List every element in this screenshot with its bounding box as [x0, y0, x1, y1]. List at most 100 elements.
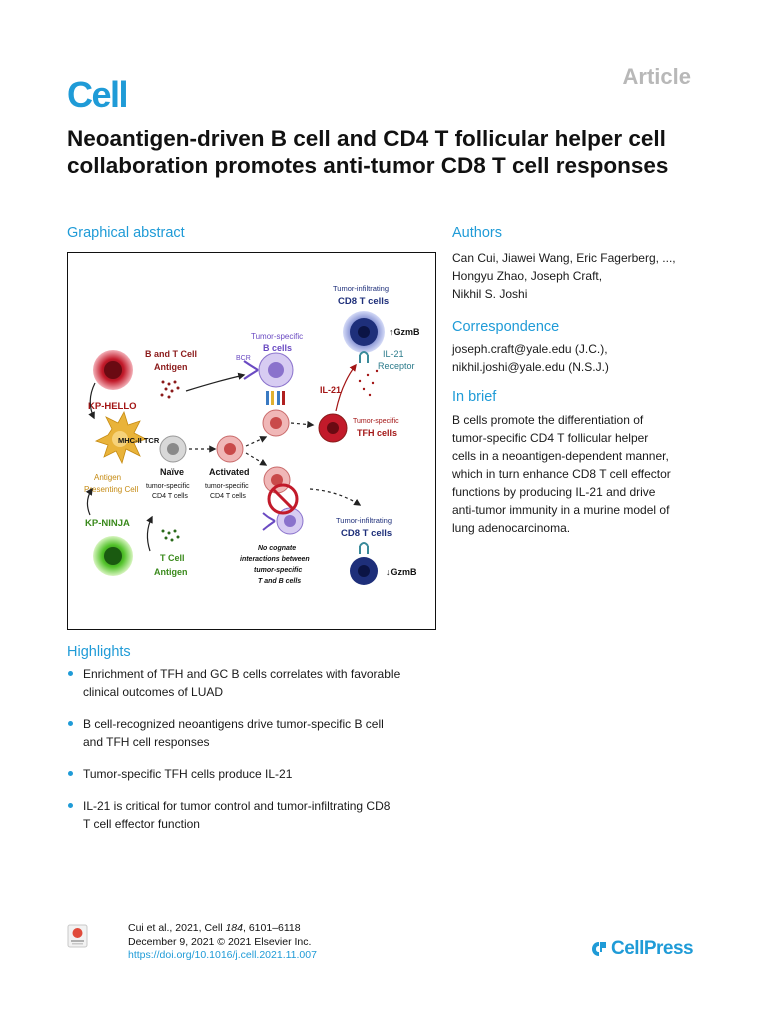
- crossmark-icon[interactable]: [67, 924, 88, 948]
- tumor-specific-b-cell: [258, 352, 294, 388]
- citation-volume: 184: [225, 922, 243, 934]
- til-top-label-2: CD8 T cells: [338, 296, 389, 307]
- citation-line: Cui et al., 2021, Cell 184, 6101–6118: [128, 922, 317, 936]
- naive-cd4-t-cell: [159, 435, 187, 463]
- correspondence-email[interactable]: nikhil.joshi@yale.edu (N.S.J.): [452, 360, 609, 374]
- b-cell-no-cognate: [262, 507, 304, 535]
- no-cognate-label-1: No cognate: [258, 545, 296, 552]
- activated-sub-label-2: CD4 T cells: [210, 493, 246, 500]
- graphical-abstract-figure: KP-HELLO B and T Cell Antigen MHC-II TCR…: [67, 252, 436, 630]
- no-cognate-label-4: T and B cells: [258, 578, 301, 585]
- in-brief-line: B cells promote the differentiation of: [452, 413, 644, 427]
- il21r-label-1: IL-21: [383, 349, 404, 359]
- il21-label: IL-21: [320, 385, 341, 395]
- highlight-line: T cell effector function: [83, 817, 200, 831]
- activated-sub-label-1: tumor-specific: [205, 483, 249, 490]
- cellpress-logo: CellPress: [590, 938, 694, 960]
- correspondence-list: joseph.craft@yale.edu (J.C.), nikhil.jos…: [452, 340, 712, 376]
- authors-heading: Authors: [452, 225, 502, 241]
- in-brief-line: which in turn enhance CD8 T cell effecto…: [452, 467, 671, 481]
- activated-label: Activated: [209, 467, 250, 477]
- arrow-to-cd8-low: [309, 488, 362, 506]
- highlight-line: Enrichment of TFH and GC B cells correla…: [83, 667, 401, 681]
- bt-antigen-label-1: B and T Cell: [145, 349, 197, 359]
- bullet-icon: [68, 803, 73, 808]
- highlight-line: B cell-recognized neoantigens drive tumo…: [83, 717, 384, 731]
- gzmb-up-label: ↑GzmB: [389, 327, 420, 337]
- cellpress-mark-icon: [592, 942, 606, 956]
- bullet-icon: [68, 771, 73, 776]
- b-t-synapse-receptors: [266, 391, 285, 405]
- apc-label-1: Antigen: [94, 473, 121, 482]
- arrow-activated-to-no-cognate: [245, 452, 268, 466]
- cd8-t-cell-activated: [343, 311, 385, 353]
- bt-antigen-particles: [160, 380, 180, 399]
- tfh-label-1: Tumor-specific: [353, 418, 399, 425]
- gzmb-down-label: ↓GzmB: [386, 567, 417, 577]
- highlight-line: Tumor-specific TFH cells produce IL-21: [83, 767, 293, 781]
- kp-ninja-label: KP-NINJA: [85, 518, 130, 529]
- bcells-label-2: B cells: [263, 343, 292, 353]
- t-cell-no-cognate: [263, 466, 291, 494]
- naive-sub-label-2: CD4 T cells: [152, 493, 188, 500]
- arrow-activated-to-bcell-pair: [245, 436, 268, 447]
- highlight-line: and TFH cell responses: [83, 735, 210, 749]
- highlights-list: Enrichment of TFH and GC B cells correla…: [67, 665, 447, 847]
- kp-hello-label: KP-HELLO: [88, 401, 137, 412]
- til-bottom-label-2: CD8 T cells: [341, 528, 392, 539]
- antigen-presenting-cell: [94, 410, 148, 465]
- kp-hello-tumor-cell: [93, 350, 133, 390]
- tumor-specific-tfh-cell: [318, 413, 348, 443]
- arrow-t-antigen-to-apc: [146, 515, 153, 552]
- arrow-ninja-to-apc: [85, 487, 93, 516]
- in-brief-line: anti-tumor immunity in a murine model of: [452, 503, 670, 517]
- arrow-hello-to-apc: [88, 382, 96, 420]
- highlight-item: Tumor-specific TFH cells produce IL-21: [67, 765, 447, 783]
- arrow-to-tfh: [290, 420, 315, 429]
- in-brief-line: lung adenocarcinoma.: [452, 521, 571, 535]
- bullet-icon: [68, 721, 73, 726]
- authors-list: Can Cui, Jiawei Wang, Eric Fagerberg, ..…: [452, 249, 712, 303]
- apc-label-2: Presenting Cell: [84, 485, 138, 494]
- citation-pages: , 6101–6118: [243, 922, 301, 934]
- prohibition-icon: [267, 483, 299, 515]
- highlight-item: Enrichment of TFH and GC B cells correla…: [67, 665, 447, 701]
- in-brief-line: tumor-specific CD4 T follicular helper: [452, 431, 649, 445]
- t-cell-bound-to-b-cell: [262, 409, 290, 437]
- kp-ninja-tumor-cell: [93, 536, 133, 576]
- correspondence-heading: Correspondence: [452, 319, 560, 335]
- highlight-line: IL-21 is critical for tumor control and …: [83, 799, 391, 813]
- graphical-abstract-diagram: KP-HELLO B and T Cell Antigen MHC-II TCR…: [84, 284, 420, 585]
- arrow-antigen-to-bcell: [185, 372, 246, 392]
- til-bottom-label-1: Tumor-infiltrating: [336, 516, 392, 525]
- til-top-label-1: Tumor-infiltrating: [333, 284, 389, 293]
- in-brief-line: cells in a neoantigen-dependent manner,: [452, 449, 669, 463]
- highlight-item: IL-21 is critical for tumor control and …: [67, 797, 447, 833]
- t-antigen-label-2: Antigen: [154, 567, 188, 577]
- il21-receptor: [359, 351, 369, 363]
- correspondence-email[interactable]: joseph.craft@yale.edu (J.C.),: [452, 342, 608, 356]
- cd8-t-cell-low-gzmb: [350, 557, 378, 585]
- in-brief-text: B cells promote the differentiation of t…: [452, 411, 712, 537]
- mhc-tcr-label: MHC-II TCR: [118, 436, 160, 445]
- arrow-il21-to-cd8: [335, 363, 357, 412]
- bcr-label: BCR: [236, 355, 251, 362]
- date-copyright: December 9, 2021 © 2021 Elsevier Inc.: [128, 935, 312, 948]
- doi-link[interactable]: https://doi.org/10.1016/j.cell.2021.11.0…: [128, 949, 317, 961]
- no-cognate-label-2: interactions between: [240, 556, 310, 563]
- highlight-item: B cell-recognized neoantigens drive tumo…: [67, 715, 447, 751]
- il21-receptor-bottom: [359, 542, 369, 554]
- graphical-abstract-heading: Graphical abstract: [67, 225, 185, 241]
- article-type-label: Article: [622, 64, 691, 89]
- il21-particles: [358, 369, 379, 397]
- highlight-line: clinical outcomes of LUAD: [83, 685, 224, 699]
- citation-authors: Cui et al., 2021, Cell: [128, 922, 226, 934]
- authors-line: Hongyu Zhao, Joseph Craft,: [452, 269, 603, 283]
- authors-line: Nikhil S. Joshi: [452, 287, 528, 301]
- naive-sub-label-1: tumor-specific: [146, 483, 190, 490]
- citation-block: Cui et al., 2021, Cell 184, 6101–6118 De…: [128, 922, 317, 963]
- article-title: Neoantigen-driven B cell and CD4 T folli…: [67, 126, 669, 178]
- in-brief-heading: In brief: [452, 389, 497, 405]
- highlights-heading: Highlights: [67, 644, 131, 660]
- bcr-receptor: [243, 360, 259, 380]
